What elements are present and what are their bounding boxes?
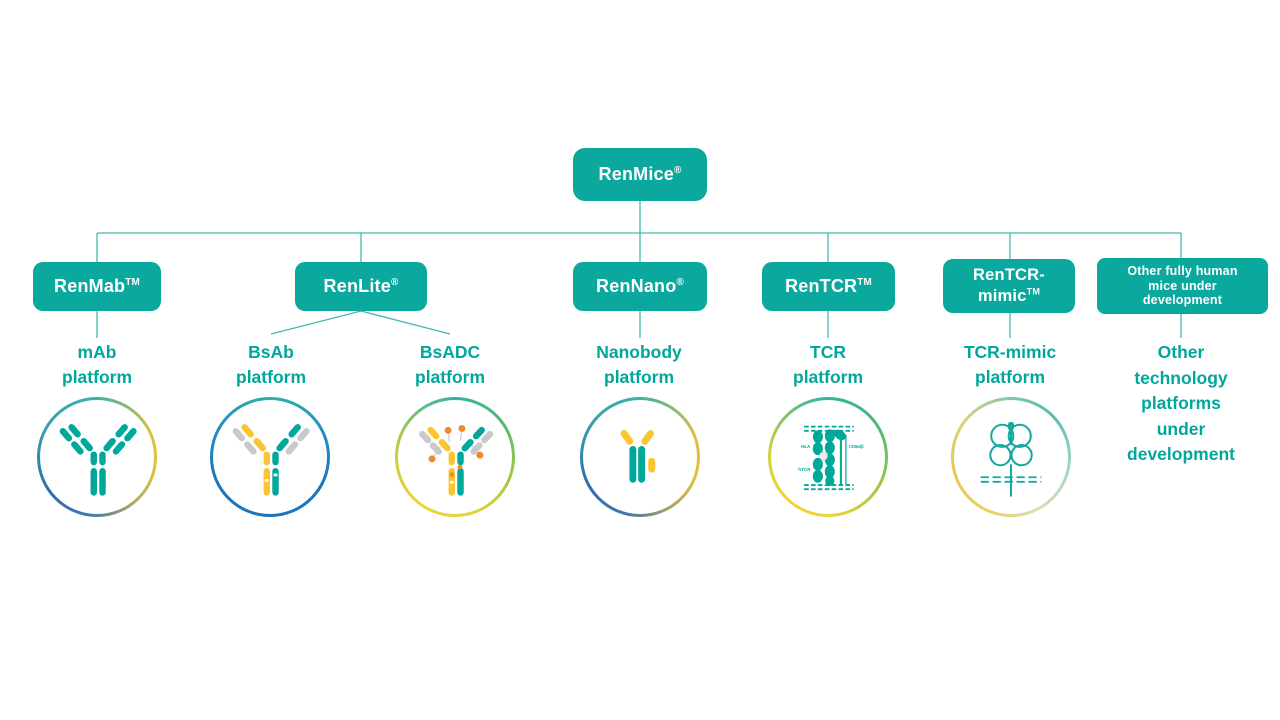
bsadc-platform-badge [395, 397, 515, 517]
platform-label-other-technology: Other technology platforms under develop… [1127, 342, 1235, 464]
nanobody-badge-inner [583, 400, 697, 514]
mab-platform-badge [37, 397, 157, 517]
node-rentcr-mimic-label: RenTCR- mimicTM [973, 266, 1045, 305]
tcr-mimic-platform-badge [951, 397, 1071, 517]
node-renmice: RenMice® [573, 148, 707, 201]
node-other-mice: Other fully human mice under development [1097, 258, 1268, 314]
tcr-platform-badge: HLA hTCR CD8α/β [768, 397, 888, 517]
bsadc-badge-inner [398, 400, 512, 514]
drug-payload-dots [428, 424, 484, 477]
bispecific-adc-icon [419, 424, 494, 496]
tcr-mimic-outline-icon [980, 422, 1042, 497]
tcr-complex-icon: HLA hTCR CD8α/β [798, 425, 864, 491]
node-renlite-label: RenLite® [323, 276, 399, 296]
tcr-label-hla: HLA [801, 444, 811, 449]
node-rentcr-mimic: RenTCR- mimicTM [943, 259, 1075, 313]
bsab-platform-badge [210, 397, 330, 517]
node-rentcr: RenTCRTM [762, 262, 895, 311]
bsab-badge-inner [213, 400, 327, 514]
node-renmab: RenMabTM [33, 262, 161, 311]
igg-antibody-icon [59, 424, 137, 496]
node-renmice-label: RenMice® [598, 164, 682, 184]
node-other-mice-label: Other fully human mice under development [1127, 264, 1238, 308]
tcr-badge-inner: HLA hTCR CD8α/β [771, 400, 885, 514]
nanobody-antibody-icon [620, 430, 656, 483]
bispecific-antibody-icon [232, 424, 310, 496]
tcr-label-htcr: hTCR [798, 467, 811, 472]
tcr-mimic-badge-inner [954, 400, 1068, 514]
nanobody-platform-badge [580, 397, 700, 517]
node-rentcr-label: RenTCRTM [785, 276, 872, 296]
node-rennano: RenNano® [573, 262, 707, 311]
node-renlite: RenLite® [295, 262, 427, 311]
mab-badge-inner [40, 400, 154, 514]
node-rennano-label: RenNano® [596, 276, 684, 296]
tcr-label-cd8: CD8α/β [849, 444, 864, 449]
node-renmab-label: RenMabTM [54, 276, 140, 296]
